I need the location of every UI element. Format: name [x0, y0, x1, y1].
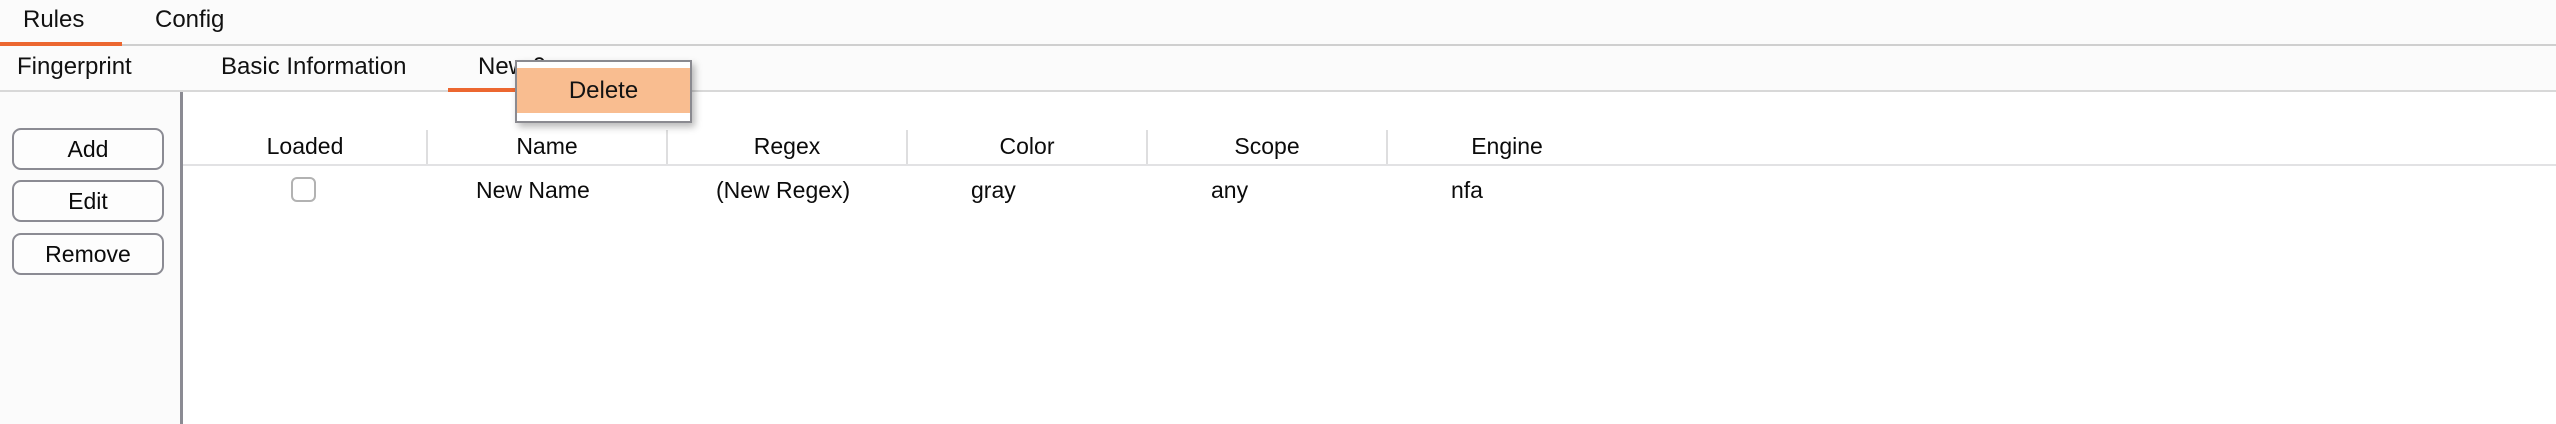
column-separator: [906, 130, 908, 164]
table-header-row: Loaded Name Regex Color Scope Engine: [183, 128, 2556, 166]
secondary-tab-bar: Fingerprint Basic Information New 0: [0, 46, 2556, 92]
add-button[interactable]: Add: [12, 128, 164, 170]
primary-tab-bar: Rules Config: [0, 0, 2556, 46]
loaded-checkbox[interactable]: [291, 177, 316, 202]
cell-regex: (New Regex): [716, 177, 851, 203]
column-separator: [1146, 130, 1148, 164]
delete-popup[interactable]: Delete: [515, 60, 692, 123]
delete-popup-highlight[interactable]: Delete: [517, 68, 690, 113]
tab-basic-information[interactable]: Basic Information: [221, 53, 407, 80]
column-header-engine[interactable]: Engine: [1471, 133, 1543, 159]
table-row[interactable]: New Name (New Regex) gray any nfa: [183, 166, 2556, 216]
cell-scope: any: [1211, 177, 1249, 203]
edit-button[interactable]: Edit: [12, 180, 164, 222]
column-header-color[interactable]: Color: [999, 133, 1055, 159]
delete-button-label: Delete: [568, 76, 639, 104]
action-button-column: Add Edit Remove: [0, 92, 180, 424]
column-separator: [426, 130, 428, 164]
column-header-name[interactable]: Name: [516, 133, 578, 159]
tab-config[interactable]: Config: [155, 6, 225, 33]
tab-fingerprint[interactable]: Fingerprint: [17, 53, 132, 80]
tab-rules-active-indicator: [0, 42, 122, 46]
cell-name: New Name: [476, 177, 590, 203]
tab-rules[interactable]: Rules: [23, 6, 85, 33]
cell-color: gray: [971, 177, 1016, 203]
column-separator: [666, 130, 668, 164]
column-header-regex[interactable]: Regex: [753, 133, 821, 159]
rules-table-panel: Loaded Name Regex Color Scope Engine New…: [180, 92, 2556, 424]
column-header-loaded[interactable]: Loaded: [266, 133, 344, 159]
remove-button[interactable]: Remove: [12, 233, 164, 275]
cell-engine: nfa: [1451, 177, 1483, 203]
column-header-scope[interactable]: Scope: [1234, 133, 1300, 159]
column-separator: [1386, 130, 1388, 164]
